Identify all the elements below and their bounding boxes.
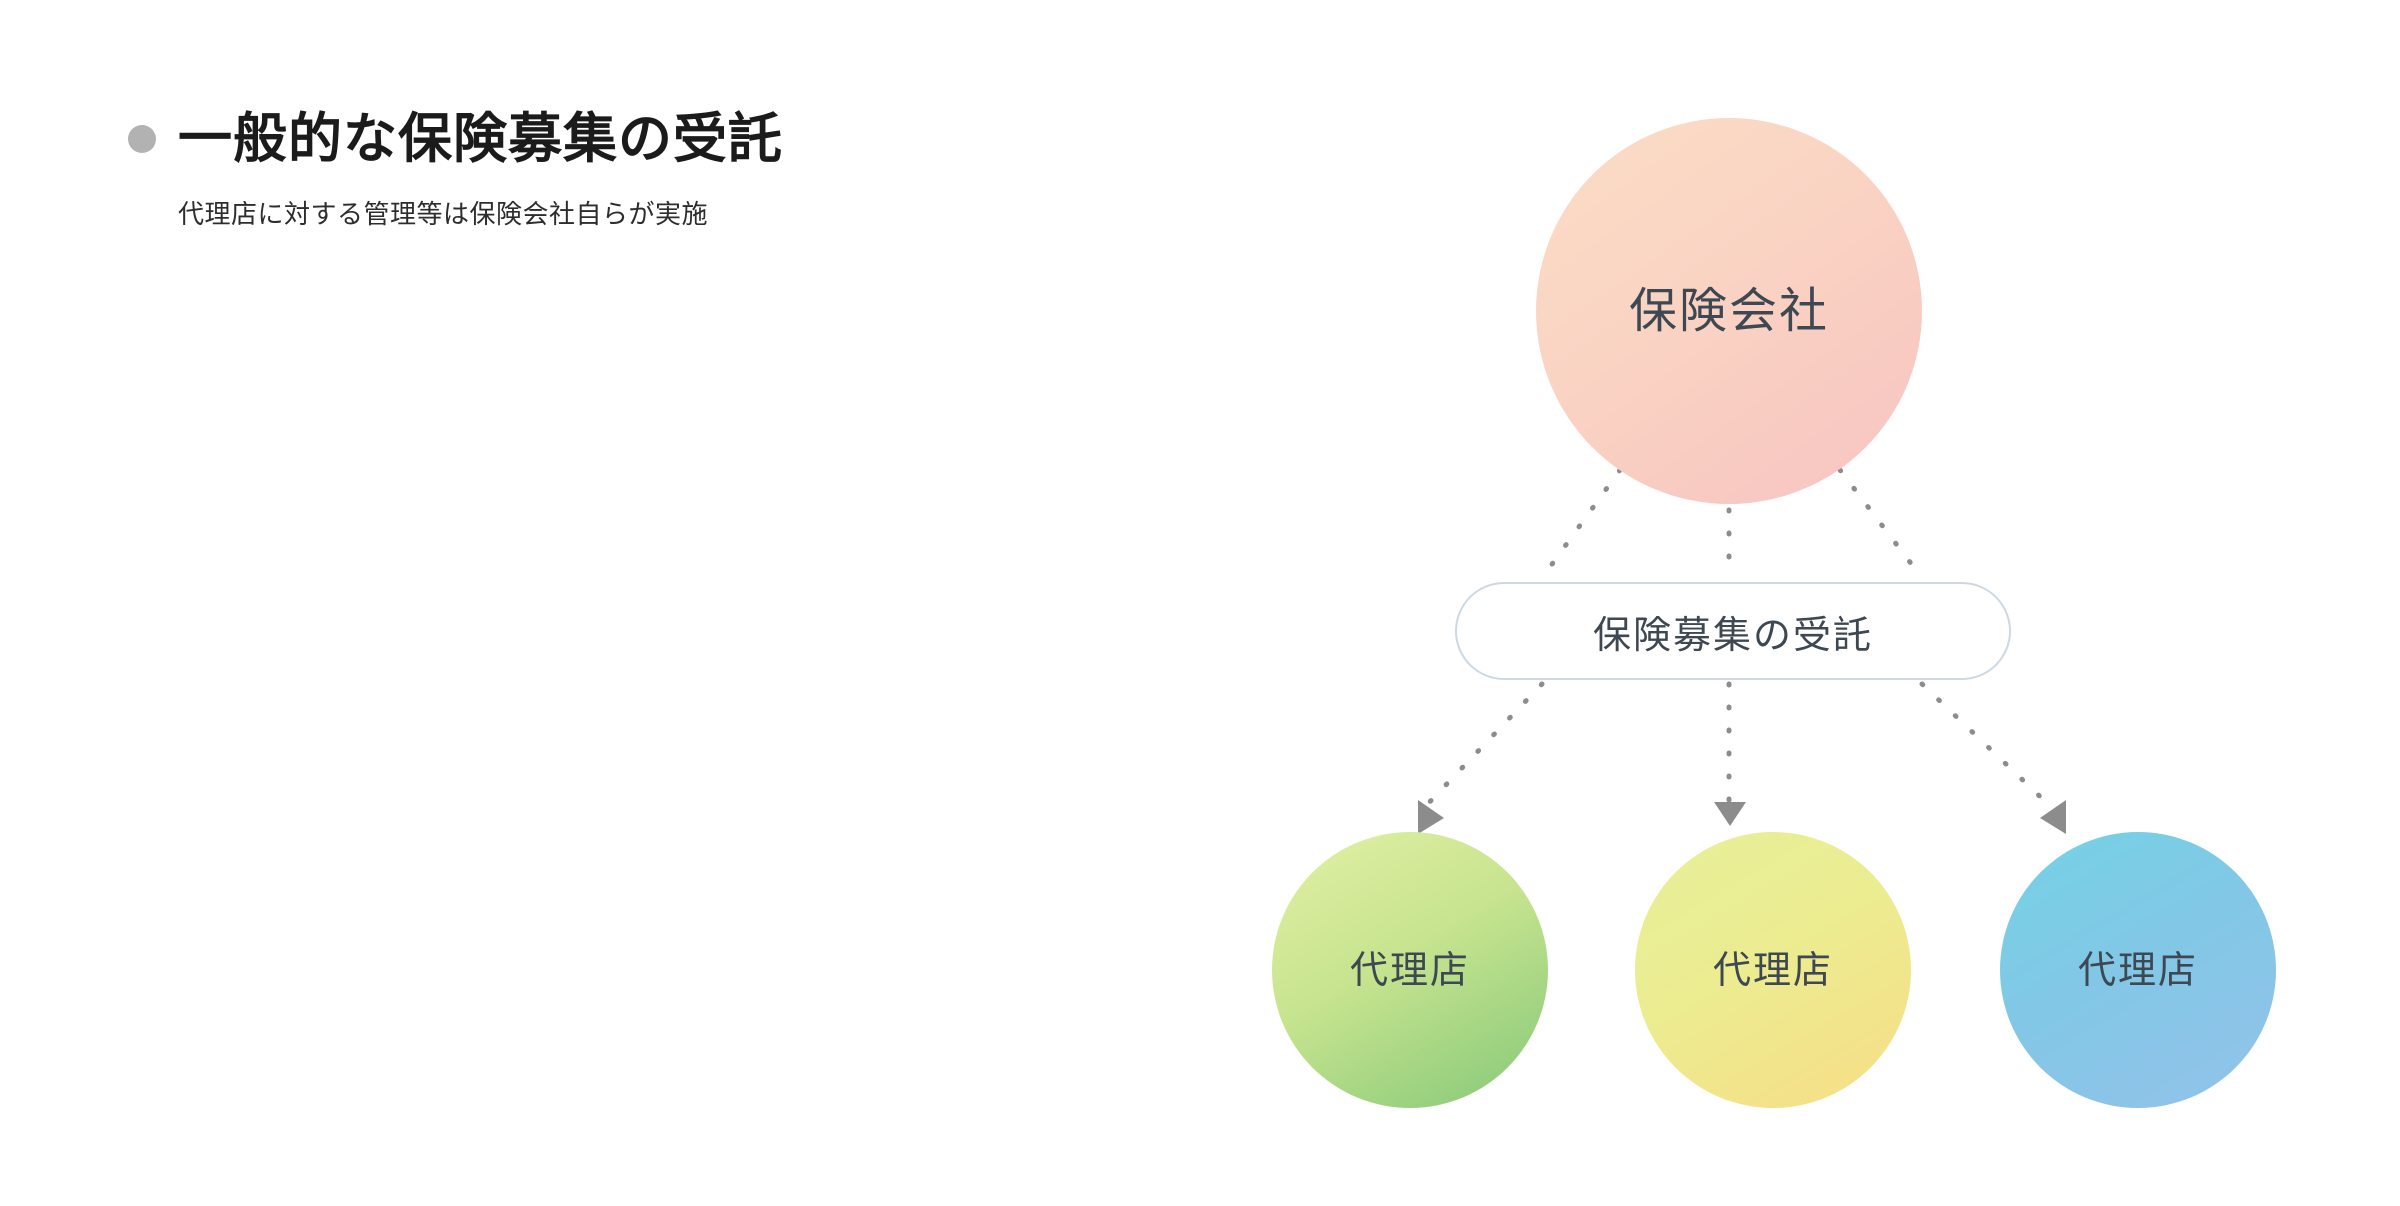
connector-insurer-to-pill-right [1837,467,1925,581]
connector-insurer-to-pill-left [1539,467,1623,581]
heading-block: 一般的な保険募集の受託 代理店に対する管理等は保険会社自らが実施 [128,107,1128,231]
arrowhead-agency-c-icon [2040,800,2066,834]
heading-row: 一般的な保険募集の受託 [128,107,1128,170]
relation-pill-label: 保険募集の受託 [1592,612,1873,657]
bullet-dot-icon [128,125,156,154]
node-agency-1-label: 代理店 [1349,948,1470,992]
node-insurance-company[interactable]: 保険会社 [1536,118,1922,504]
node-agency-2-label: 代理店 [1712,948,1833,992]
node-insurance-company-label: 保険会社 [1628,283,1829,339]
arrowhead-agency-b-icon [1714,802,1746,826]
node-agency-3[interactable]: 代理店 [2000,832,2276,1108]
connector-layer [1418,467,2066,834]
relation-pill-delegation[interactable]: 保険募集の受託 [1455,582,2011,680]
page-title: 一般的な保険募集の受託 [178,107,783,170]
node-agency-3-label: 代理店 [2077,948,2198,992]
connector-pill-to-agency-a [1419,681,1545,813]
arrowhead-agency-a-icon [1418,800,1444,834]
node-agency-1[interactable]: 代理店 [1272,832,1548,1108]
page-subtitle: 代理店に対する管理等は保険会社自らが実施 [178,200,709,231]
connector-pill-to-agency-c [1919,681,2053,809]
node-agency-2[interactable]: 代理店 [1635,832,1911,1108]
diagram: 保険会社 保険募集の受託 代理店 代理店 代理店 [1150,0,2400,1206]
